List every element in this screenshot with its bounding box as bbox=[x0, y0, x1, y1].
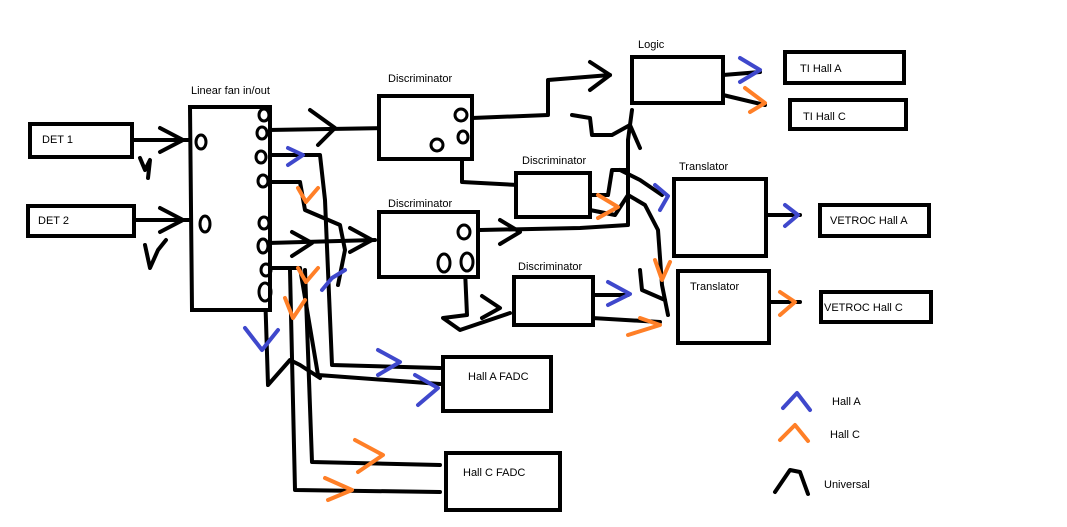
det1-block: DET 1 bbox=[28, 122, 152, 180]
legend-hall-a-marker bbox=[781, 391, 812, 412]
ti-hall-a-label: TI Hall A bbox=[800, 63, 842, 75]
wires bbox=[131, 70, 802, 494]
logic-label: Logic bbox=[638, 39, 665, 51]
legend-universal-marker bbox=[773, 468, 810, 496]
hall-a-fadc-label: Hall A FADC bbox=[468, 371, 529, 383]
vetroc-hall-c-block: VETROC Hall C bbox=[819, 290, 933, 324]
discriminator-top: Discriminator bbox=[377, 73, 474, 161]
legend-universal-label: Universal bbox=[824, 479, 870, 491]
logic-block: Logic bbox=[630, 39, 725, 105]
hall-c-fadc-label: Hall C FADC bbox=[463, 467, 525, 479]
hall-c-fadc-block: Hall C FADC bbox=[444, 451, 562, 512]
ti-hall-a-block: TI Hall A bbox=[783, 50, 906, 85]
discriminator-mid: Discriminator bbox=[377, 198, 480, 279]
vetroc-hall-a-label: VETROC Hall A bbox=[830, 215, 908, 227]
vetroc-hall-c-label: VETROC Hall C bbox=[824, 302, 903, 314]
translator-low-label: Translator bbox=[690, 281, 739, 293]
legend-hall-c-label: Hall C bbox=[830, 429, 860, 441]
hall-a-fadc-block: Hall A FADC bbox=[441, 355, 553, 413]
legend: Hall A Hall C Universal bbox=[773, 391, 870, 496]
fan-block: Linear fan in/out bbox=[187, 85, 273, 312]
discriminator-second: Discriminator bbox=[514, 155, 592, 219]
disc-second-label: Discriminator bbox=[522, 155, 587, 167]
translator-low: Translator bbox=[676, 269, 771, 345]
vetroc-hall-a-block: VETROC Hall A bbox=[818, 203, 931, 238]
legend-hall-a-label: Hall A bbox=[832, 396, 861, 408]
fan-label: Linear fan in/out bbox=[191, 85, 270, 97]
signal-markers bbox=[158, 56, 800, 502]
ti-hall-c-label: TI Hall C bbox=[803, 111, 846, 123]
disc-top-label: Discriminator bbox=[388, 73, 453, 85]
translator-top: Translator bbox=[672, 161, 768, 258]
legend-hall-c-marker bbox=[778, 423, 810, 443]
translator-top-label: Translator bbox=[679, 161, 728, 173]
disc-mid-label: Discriminator bbox=[388, 198, 453, 210]
ti-hall-c-block: TI Hall C bbox=[788, 98, 908, 131]
det2-block: DET 2 bbox=[26, 204, 168, 270]
disc-low-label: Discriminator bbox=[518, 261, 583, 273]
det1-label: DET 1 bbox=[42, 134, 73, 146]
det2-label: DET 2 bbox=[38, 215, 69, 227]
discriminator-low: Discriminator bbox=[512, 261, 595, 327]
